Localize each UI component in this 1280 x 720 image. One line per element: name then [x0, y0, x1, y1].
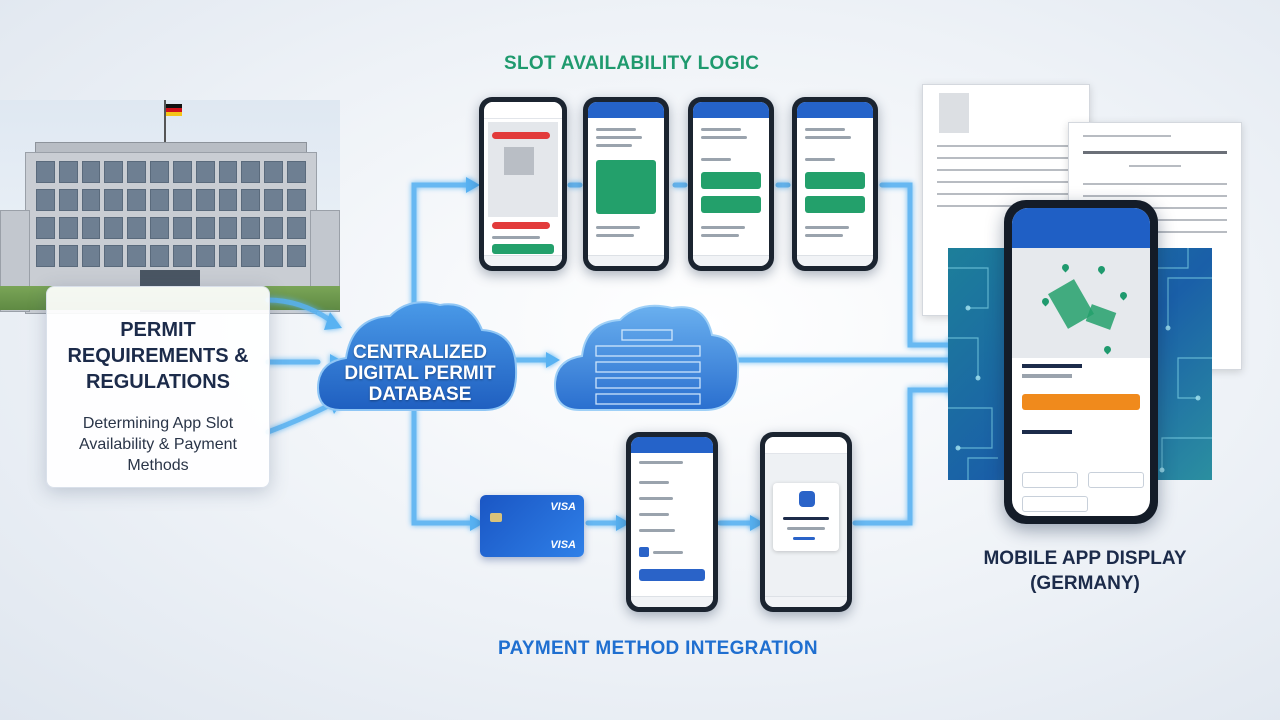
card-brand-bottom: VISA: [550, 539, 576, 551]
map-view: [1012, 248, 1150, 358]
slot-phone-4: [792, 97, 878, 271]
slot-phone-3: [688, 97, 774, 271]
smartphone-icon: [1004, 200, 1158, 524]
book-now-button[interactable]: [1022, 394, 1140, 410]
cloud-database-icon: [316, 301, 518, 411]
flag-germany-icon: [166, 104, 182, 116]
mobile-heading: MOBILE APP DISPLAY (GERMANY): [983, 548, 1187, 594]
payment-phone-2: [760, 432, 852, 612]
slot-phone-2: [583, 97, 669, 271]
server-cloud-icon: [553, 304, 740, 411]
requirements-subtitle: Determining App Slot Availability & Paym…: [79, 415, 237, 474]
payment-option-2[interactable]: [1088, 472, 1144, 488]
credit-card-icon: VISA VISA: [480, 495, 584, 557]
payment-heading: PAYMENT METHOD INTEGRATION: [498, 638, 818, 659]
card-brand-top: VISA: [550, 501, 576, 513]
requirements-title: PERMIT REQUIREMENTS & REGULATIONS: [67, 319, 249, 393]
payment-option-1[interactable]: [1022, 472, 1078, 488]
payment-phone-1: [626, 432, 718, 612]
payment-option-3[interactable]: [1022, 496, 1088, 512]
slot-phone-1: [479, 97, 567, 271]
requirements-card: PERMIT REQUIREMENTS & REGULATIONS Determ…: [46, 286, 270, 488]
slot-logic-heading: SLOT AVAILABILITY LOGIC: [504, 53, 760, 74]
database-label: CENTRALIZED DIGITAL PERMIT DATABASE: [344, 342, 496, 405]
